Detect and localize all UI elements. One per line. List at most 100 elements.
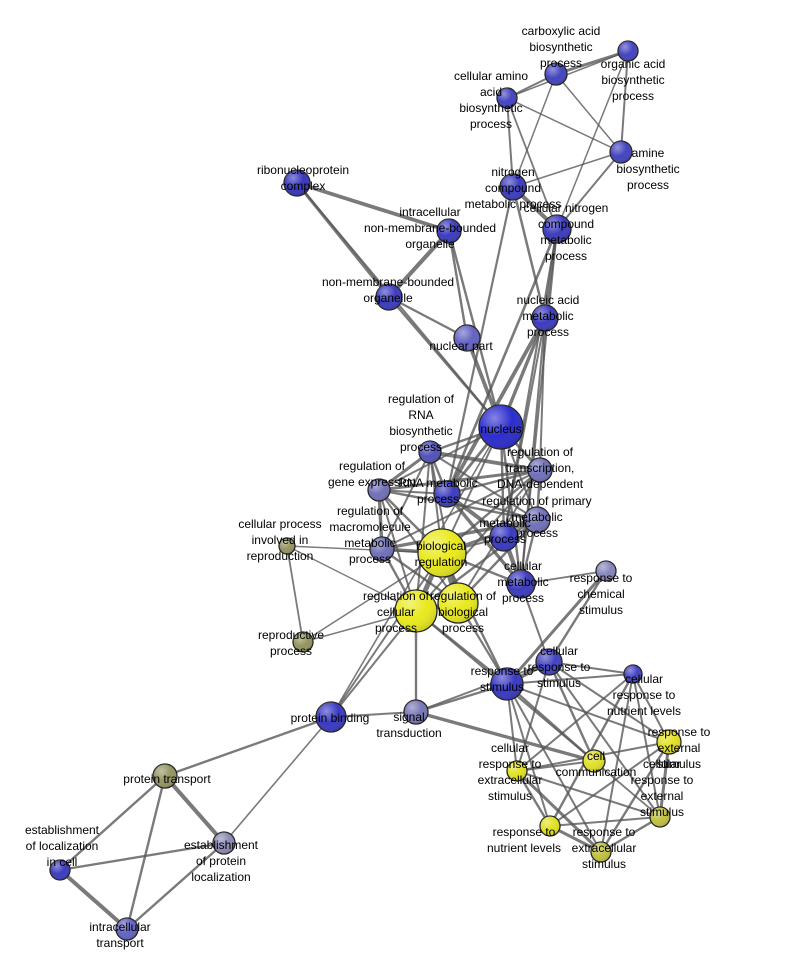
node-am[interactable] bbox=[609, 140, 633, 164]
node-rmp[interactable] bbox=[433, 480, 461, 508]
node-pt[interactable] bbox=[152, 763, 178, 789]
node-br[interactable] bbox=[417, 528, 467, 578]
node-shading-pt bbox=[153, 764, 177, 788]
label-st: transduction bbox=[376, 726, 441, 740]
graph-edge bbox=[506, 97, 514, 188]
node-np[interactable] bbox=[453, 324, 481, 352]
label-crn: nutrient levels bbox=[607, 704, 681, 718]
graph-edge bbox=[58, 841, 226, 872]
edges-layer bbox=[58, 49, 671, 931]
node-rbp[interactable] bbox=[437, 582, 479, 624]
label-rrb: RNA bbox=[408, 408, 433, 422]
node-crext[interactable] bbox=[649, 806, 671, 828]
graph-edge bbox=[505, 569, 608, 686]
graph-edge bbox=[125, 841, 226, 931]
node-shading-epl bbox=[213, 832, 235, 854]
label-rge: regulation of bbox=[339, 459, 406, 473]
node-rmm[interactable] bbox=[369, 536, 395, 562]
label-rn: nutrient levels bbox=[487, 841, 561, 855]
graph-edge bbox=[599, 815, 662, 854]
graph-edge bbox=[512, 151, 622, 188]
node-shading-cmp bbox=[507, 570, 535, 598]
graph-edge bbox=[556, 50, 629, 230]
graph-edge bbox=[548, 661, 634, 675]
graph-edge bbox=[506, 97, 622, 153]
graph-edge bbox=[548, 661, 670, 743]
graph-edge bbox=[620, 50, 629, 153]
node-nmbo[interactable] bbox=[375, 283, 403, 311]
node-shading-rext bbox=[657, 730, 681, 754]
label-crext: response to bbox=[631, 773, 694, 787]
node-shading-rcs bbox=[596, 561, 616, 581]
node-mp[interactable] bbox=[489, 522, 519, 552]
node-rpm[interactable] bbox=[523, 506, 551, 534]
node-rp[interactable] bbox=[292, 631, 314, 653]
node-elc[interactable] bbox=[49, 859, 71, 881]
node-rn[interactable] bbox=[539, 815, 561, 837]
node-rge[interactable] bbox=[367, 478, 391, 502]
label-ca: carboxylic acid bbox=[522, 24, 601, 38]
node-cpr[interactable] bbox=[278, 537, 296, 555]
node-inmbo[interactable] bbox=[436, 218, 462, 244]
graph-edge bbox=[445, 468, 542, 496]
node-st[interactable] bbox=[403, 699, 429, 725]
node-shading-crn bbox=[624, 665, 642, 683]
node-pb[interactable] bbox=[315, 701, 347, 733]
node-shading-rpm bbox=[524, 507, 550, 533]
node-shading-rge bbox=[368, 479, 390, 501]
node-crn[interactable] bbox=[623, 664, 643, 684]
node-shading-rec bbox=[591, 842, 611, 862]
node-shading-nam bbox=[532, 305, 558, 331]
node-shading-rbp bbox=[438, 583, 478, 623]
node-nuc[interactable] bbox=[478, 404, 524, 450]
graph-edge bbox=[286, 545, 417, 612]
node-rcs[interactable] bbox=[595, 560, 617, 582]
graph-edge bbox=[515, 769, 603, 854]
node-rs[interactable] bbox=[490, 667, 524, 701]
graph-edge bbox=[506, 683, 551, 827]
graph-edge bbox=[330, 552, 443, 718]
label-ca: biosynthetic bbox=[529, 40, 592, 54]
label-oa: biosynthetic bbox=[601, 73, 664, 87]
graph-edge bbox=[447, 229, 469, 340]
graph-edge bbox=[58, 774, 167, 872]
node-epl[interactable] bbox=[212, 831, 236, 855]
node-caa[interactable] bbox=[496, 87, 518, 109]
node-ca[interactable] bbox=[544, 62, 568, 86]
node-rext[interactable] bbox=[656, 729, 682, 755]
graph-edge bbox=[415, 451, 431, 612]
graph-edge bbox=[414, 710, 596, 763]
graph-edge bbox=[554, 49, 630, 76]
node-shading-rcp bbox=[395, 590, 437, 632]
node-rnp[interactable] bbox=[283, 169, 311, 197]
node-shading-ca bbox=[545, 63, 567, 85]
graph-edge bbox=[506, 673, 634, 685]
graph-edge bbox=[539, 317, 546, 471]
node-rcp[interactable] bbox=[394, 589, 438, 633]
graph-edge bbox=[516, 770, 661, 818]
label-crec: stimulus bbox=[488, 789, 532, 803]
node-shading-crec bbox=[507, 761, 527, 781]
graph-edge bbox=[223, 716, 332, 844]
node-crs[interactable] bbox=[535, 648, 563, 676]
node-cc[interactable] bbox=[582, 749, 606, 773]
node-crec[interactable] bbox=[506, 760, 528, 782]
graph-edge bbox=[286, 545, 443, 554]
graph-edge bbox=[547, 569, 608, 664]
node-cnc[interactable] bbox=[542, 214, 572, 244]
node-nc[interactable] bbox=[499, 173, 527, 201]
node-rrb[interactable] bbox=[418, 440, 442, 464]
node-nam[interactable] bbox=[531, 304, 559, 332]
node-rt[interactable] bbox=[527, 457, 553, 483]
graph-edge bbox=[599, 740, 671, 854]
graph-edge bbox=[549, 741, 670, 827]
node-cmp[interactable] bbox=[506, 569, 536, 599]
graph-edge bbox=[499, 425, 523, 586]
node-it[interactable] bbox=[115, 917, 139, 941]
node-oa[interactable] bbox=[617, 40, 639, 62]
node-rec[interactable] bbox=[590, 841, 612, 863]
graph-edge bbox=[632, 673, 670, 743]
label-elc: establishment bbox=[25, 823, 100, 837]
